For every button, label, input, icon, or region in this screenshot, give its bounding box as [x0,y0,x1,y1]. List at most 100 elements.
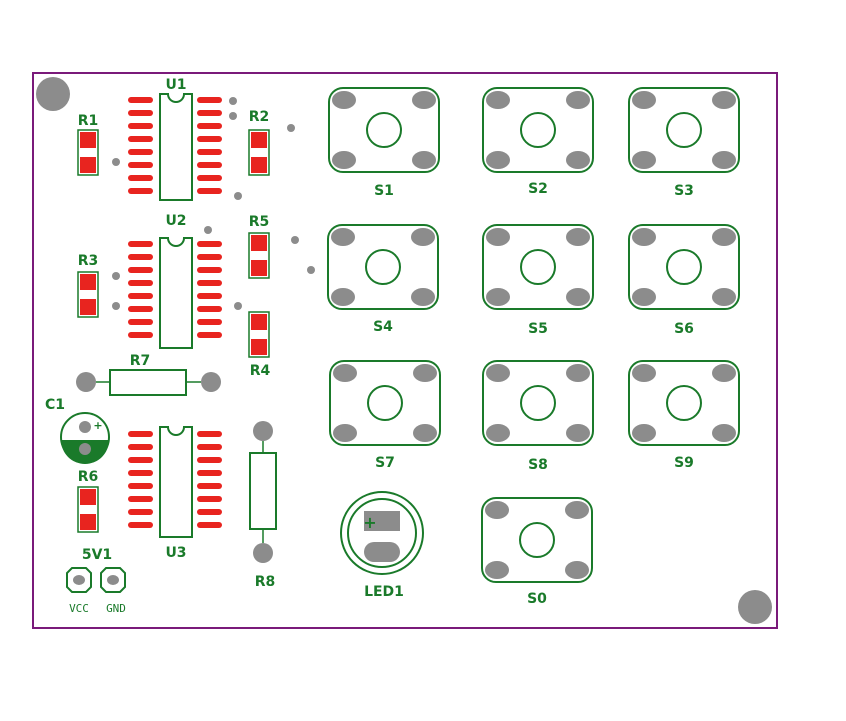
pushbutton-s6-actuator [666,249,702,285]
connector-pin-gnd: GND [106,602,126,615]
pushbutton-s6-pad-2 [712,228,736,246]
ic-u3: U3 [128,426,222,561]
pushbutton-s5: S5 [482,224,594,337]
resistor-r1-label: R1 [78,113,99,129]
pushbutton-s1-pad-2 [412,91,436,109]
pushbutton-s7: S7 [329,360,441,471]
pushbutton-s0-label: S0 [527,591,547,607]
pushbutton-s7-label: S7 [375,455,395,471]
pushbutton-s0: S0 [481,497,593,607]
capacitor-c1-polarity: + [93,419,102,432]
led-polarity-mark: + [363,513,376,532]
pushbutton-s0-outline [481,497,593,583]
pushbutton-s5-label: S5 [528,321,548,337]
pushbutton-s4-label: S4 [373,319,393,335]
pushbutton-s2-actuator [520,112,556,148]
pushbutton-s8-pad-4 [566,424,590,442]
pushbutton-s1-actuator [366,112,402,148]
pushbutton-s9-outline [628,360,740,446]
pushbutton-s7-pad-3 [333,424,357,442]
pushbutton-s0-pad-3 [485,561,509,579]
resistor-r6: R6 [77,469,99,533]
board-outline [32,72,778,629]
pushbutton-s7-actuator [367,385,403,421]
pushbutton-s8-pad-3 [486,424,510,442]
ic-u1-body [159,93,193,201]
ic-u2: U2 [128,213,222,349]
capacitor-c1-label: C1 [45,397,65,413]
pushbutton-s2-pad-1 [486,91,510,109]
resistor-r3-label: R3 [78,253,99,269]
pushbutton-s7-outline [329,360,441,446]
ic-u1-pads [128,97,222,194]
pushbutton-s8-actuator [520,385,556,421]
pushbutton-s3: S3 [628,87,740,199]
pushbutton-s6-pad-4 [712,288,736,306]
ic-u2-pads [128,241,222,338]
pushbutton-s9-pad-1 [632,364,656,382]
pushbutton-s1-label: S1 [374,183,394,199]
resistor-r7: R7 [76,353,221,396]
resistor-r2: R2 [248,109,270,176]
pushbutton-s1-pad-3 [332,151,356,169]
pushbutton-s2: S2 [482,87,594,197]
pushbutton-s3-pad-4 [712,151,736,169]
connector-5v1-label: 5V1 [82,547,112,563]
resistor-r3: R3 [77,253,99,318]
pushbutton-s7-pad-4 [413,424,437,442]
pushbutton-s7-pad-2 [413,364,437,382]
pushbutton-s0-pad-2 [565,501,589,519]
pushbutton-s2-label: S2 [528,181,548,197]
pushbutton-s1: S1 [328,87,440,199]
pushbutton-s4-pad-1 [331,228,355,246]
vias [112,97,315,310]
led-led1-label: LED1 [364,584,404,600]
pushbutton-s8-pad-2 [566,364,590,382]
pushbutton-s3-label: S3 [674,183,694,199]
ic-u3-pads [128,431,222,528]
pushbutton-s3-pad-1 [632,91,656,109]
ic-u1-label: U1 [165,77,186,93]
pushbutton-s9-pad-3 [632,424,656,442]
pushbutton-s9-label: S9 [674,455,694,471]
pushbutton-s6-pad-1 [632,228,656,246]
ic-u2-body [159,237,193,349]
pushbutton-s3-pad-3 [632,151,656,169]
resistor-r4-label: R4 [250,363,271,379]
pushbutton-s4-pad-3 [331,288,355,306]
pushbutton-s1-pad-1 [332,91,356,109]
ic-u3-body [159,426,193,538]
resistor-r5: R5 [248,214,270,279]
pushbutton-s4-outline [327,224,439,310]
pushbutton-s6-pad-3 [632,288,656,306]
pushbutton-s1-pad-4 [412,151,436,169]
pushbutton-s4: S4 [327,224,439,335]
resistor-r5-label: R5 [249,214,270,230]
pushbutton-s2-outline [482,87,594,173]
pushbutton-s9: S9 [628,360,740,471]
pushbutton-s6: S6 [628,224,740,337]
pushbutton-s4-pad-4 [411,288,435,306]
pushbutton-s5-pad-1 [486,228,510,246]
pushbutton-s4-actuator [365,249,401,285]
resistor-r7-label: R7 [130,353,151,369]
pushbutton-s3-outline [628,87,740,173]
pushbutton-s5-pad-4 [566,288,590,306]
resistor-r2-label: R2 [249,109,270,125]
resistor-r8-label: R8 [255,574,276,590]
pushbutton-s9-actuator [666,385,702,421]
pushbutton-s0-actuator [519,522,555,558]
pushbutton-s8: S8 [482,360,594,473]
led-led1: + LED1 [340,491,424,600]
resistor-r1: R1 [77,113,99,176]
pushbutton-s5-pad-2 [566,228,590,246]
ic-u3-label: U3 [165,545,186,561]
resistor-r4: R4 [248,311,271,379]
mounting-hole-top-left [36,77,70,111]
pushbutton-s5-actuator [520,249,556,285]
connector-pin-vcc: VCC [69,602,89,615]
pushbutton-s2-pad-2 [566,91,590,109]
capacitor-c1: + C1 [45,397,110,464]
